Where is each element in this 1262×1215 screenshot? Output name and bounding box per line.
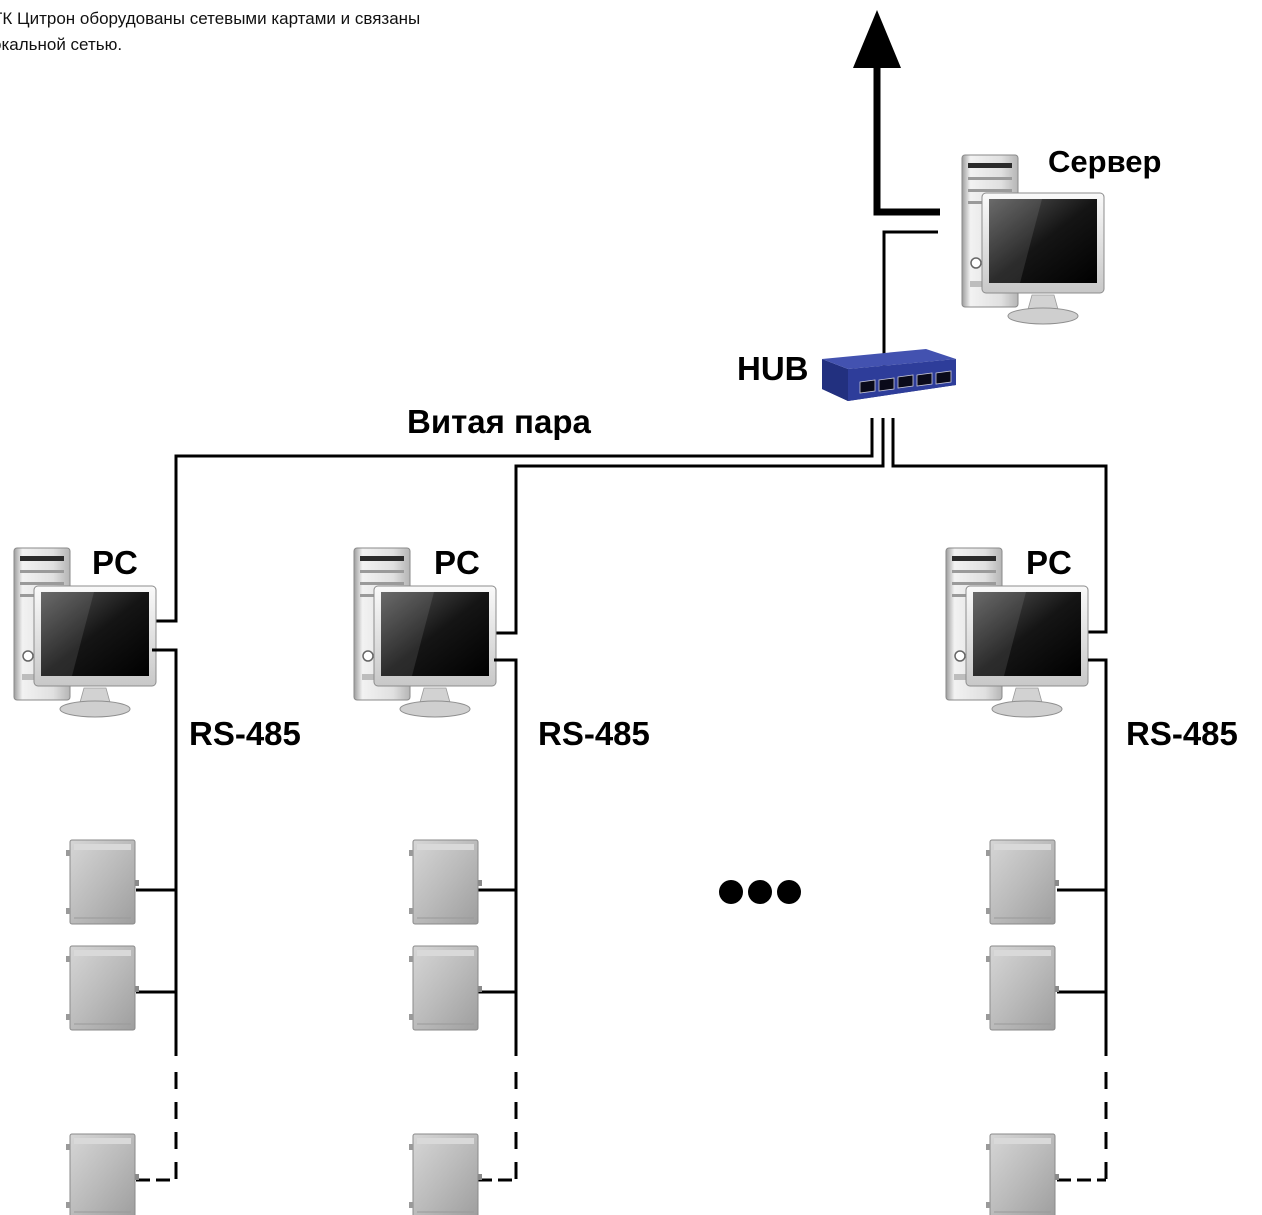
pc-label-1: PC xyxy=(92,544,138,581)
pc-label-3: PC xyxy=(1026,544,1072,581)
rs485-label-3: RS-485 xyxy=(1126,715,1238,752)
terminal-3-2 xyxy=(985,945,1060,1031)
terminal-2-2 xyxy=(408,945,483,1031)
caption-line-2: окальной сетью. xyxy=(0,35,123,54)
caption-line-1: ТК Цитрон оборудованы сетевыми картами и… xyxy=(0,9,421,28)
terminal-3-3 xyxy=(985,1133,1060,1215)
terminal-1-3 xyxy=(65,1133,140,1215)
terminal-2-1 xyxy=(408,839,483,925)
rs485-bus-lines xyxy=(152,648,1108,1056)
ellipsis-icon xyxy=(719,880,801,904)
terminal-taps xyxy=(136,888,1106,994)
terminal-3-1 xyxy=(985,839,1060,925)
server-hub-link xyxy=(882,230,938,370)
pc-label-2: PC xyxy=(434,544,480,581)
twisted-pair-label: Витая пара xyxy=(407,403,591,440)
server-computer-icon xyxy=(961,154,1105,325)
terminal-1-1 xyxy=(65,839,140,925)
terminal-2-3 xyxy=(408,1133,483,1215)
rs485-bus-dashed xyxy=(174,1072,1108,1180)
twisted-pair-lines xyxy=(152,418,1108,635)
rs485-label-2: RS-485 xyxy=(538,715,650,752)
server-label: Сервер xyxy=(1048,144,1162,179)
uplink-arrow xyxy=(853,10,940,216)
terminal-1-2 xyxy=(65,945,140,1031)
rs485-label-1: RS-485 xyxy=(189,715,301,752)
hub-label: HUB xyxy=(737,350,809,387)
intro-caption: ТК Цитрон оборудованы сетевыми картами и… xyxy=(0,6,692,58)
up-arrow-icon xyxy=(853,10,901,68)
network-switch-icon xyxy=(822,349,956,401)
